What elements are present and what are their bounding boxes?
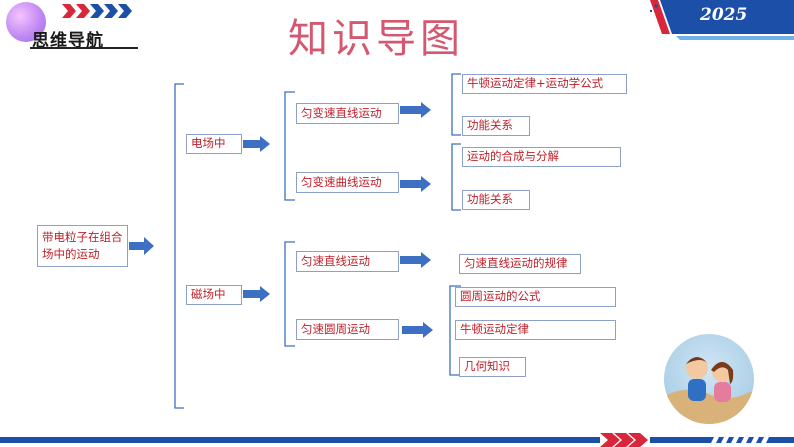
motion-uniform-accel-curved: 匀变速曲线运动 (296, 172, 399, 193)
method-newton-laws: 牛顿运动定律 (455, 320, 616, 340)
root-topic: 带电粒子在组合场中的运动 (37, 225, 128, 267)
method-uniform-linear-law: 匀速直线运动的规律 (459, 254, 581, 274)
branch-electric-field: 电场中 (186, 134, 242, 154)
page-title: 知识导图 (288, 16, 464, 62)
motion-uniform-circular: 匀速圆周运动 (296, 319, 399, 340)
section-tag: 思维导航 (32, 31, 104, 51)
method-motion-decomposition: 运动的合成与分解 (462, 147, 621, 167)
method-geometry: 几何知识 (459, 357, 526, 377)
footer-stripe (0, 433, 794, 447)
method-newton-kinematics: 牛顿运动定律+运动学公式 (462, 74, 627, 94)
motion-uniform-accel-linear: 匀变速直线运动 (296, 103, 399, 124)
brand-circle-decoration (6, 2, 46, 42)
chevron-icons (62, 4, 132, 18)
method-energy-relation-1: 功能关系 (462, 116, 530, 136)
year-badge (649, 0, 794, 40)
year-label: 2025 (700, 5, 748, 25)
kids-illustration (664, 334, 754, 424)
method-circular-formula: 圆周运动的公式 (455, 287, 616, 307)
method-energy-relation-2: 功能关系 (462, 190, 530, 210)
motion-uniform-linear: 匀速直线运动 (296, 251, 399, 272)
section-tag-underline (30, 47, 138, 49)
branch-magnetic-field: 磁场中 (186, 285, 242, 305)
